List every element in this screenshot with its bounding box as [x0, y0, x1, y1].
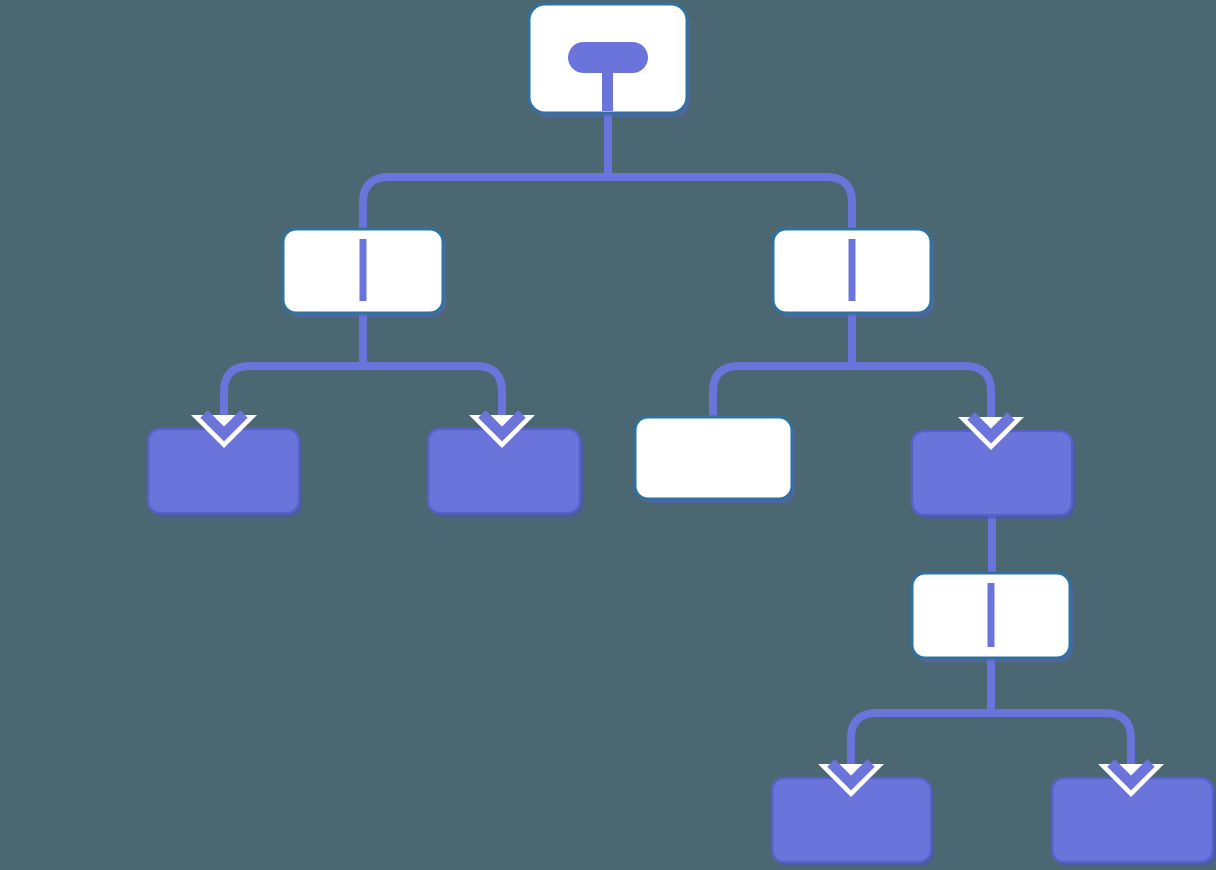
node-branch-left[interactable] — [281, 227, 446, 317]
node-plain-white-box[interactable] — [633, 415, 794, 501]
nodes — [146, 2, 1216, 866]
node-leaf-b[interactable] — [426, 427, 583, 517]
node-branch-right[interactable] — [771, 227, 934, 317]
node-root[interactable] — [527, 2, 690, 117]
node-plain-white[interactable] — [633, 415, 795, 503]
arrow-glyphs — [191, 410, 1164, 797]
double-chevron-down-icon — [191, 410, 257, 448]
double-chevron-down-icon — [958, 412, 1024, 450]
vertical-divider-icon — [848, 239, 856, 301]
node-leaf-d[interactable] — [1050, 776, 1216, 866]
node-branch-lower[interactable] — [910, 571, 1073, 662]
connectors — [220, 110, 1135, 765]
connector-left-tee — [220, 362, 506, 416]
double-chevron-down-icon — [469, 410, 535, 448]
node-leaf-a[interactable] — [146, 427, 302, 517]
node-leaf-c[interactable] — [770, 776, 934, 866]
connector-right-tee — [709, 362, 995, 421]
double-chevron-down-icon — [1098, 759, 1164, 797]
root-pill-icon — [568, 42, 648, 111]
vertical-divider-icon — [359, 239, 367, 301]
double-chevron-down-icon — [818, 759, 884, 797]
connector-bottom-tee — [847, 709, 1135, 765]
vertical-divider-icon — [987, 583, 995, 647]
connector-level2-tee — [359, 173, 856, 231]
